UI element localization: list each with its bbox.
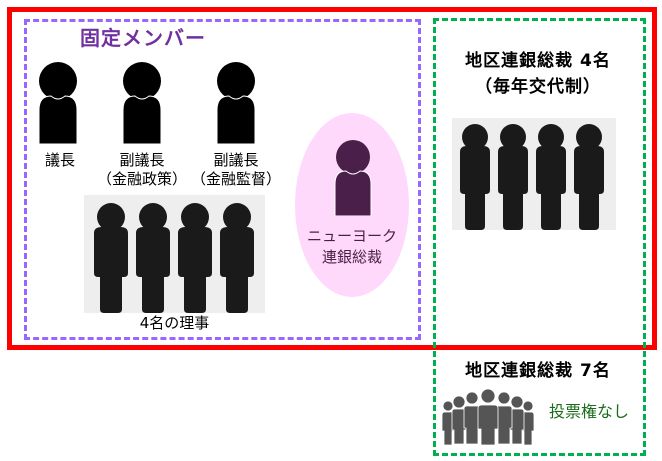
- governors-group-icon: [84, 195, 265, 313]
- vice-chair-supervision-label: 副議長: [213, 151, 259, 169]
- governors-label: 4名の理事: [139, 314, 210, 332]
- rotating-presidents-group-icon: [452, 118, 616, 230]
- crowd-icon: [442, 389, 534, 445]
- ny-fed-label-line1: ニューヨーク: [306, 227, 397, 245]
- fixed-members-title: 固定メンバー: [80, 26, 206, 50]
- person-icon: [215, 62, 257, 144]
- rotating-presidents-title: 地区連銀総裁 4名: [465, 51, 611, 71]
- fixed-members-box: [24, 19, 421, 340]
- rotating-presidents-subtitle: （毎年交代制）: [475, 77, 601, 97]
- ny-fed-label-line2: 連銀総裁: [321, 248, 382, 266]
- person-icon: [37, 62, 79, 144]
- nonvoting-presidents-title: 地区連銀総裁 7名: [465, 361, 611, 381]
- person-icon: [121, 62, 163, 144]
- ny-fed-person-icon: [332, 140, 374, 216]
- regional-presidents-box: [433, 18, 646, 456]
- voting-members-frame: [7, 7, 657, 350]
- ny-fed-label: ニューヨーク 連銀総裁: [297, 226, 407, 268]
- vice-chair-policy-label: 副議長: [119, 151, 165, 169]
- vice-chair-supervision-sublabel: （金融監督）: [190, 170, 281, 188]
- chair-label: 議長: [44, 151, 75, 169]
- vice-chair-policy-sublabel: （金融政策）: [96, 170, 187, 188]
- no-voting-rights-label: 投票権なし: [549, 402, 630, 421]
